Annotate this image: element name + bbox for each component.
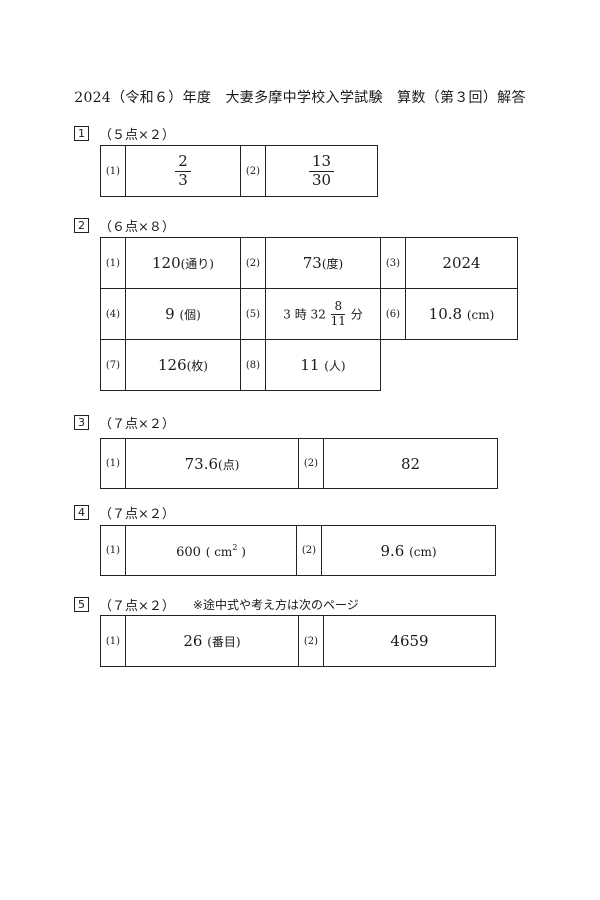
q2-header: 2 （６点×８） bbox=[74, 216, 175, 235]
answer-value: 126 bbox=[157, 356, 187, 374]
answer-unit: (cm) bbox=[466, 308, 495, 322]
answer-value: 11 bbox=[300, 356, 320, 374]
q1-1-label: (1) bbox=[100, 145, 126, 197]
answer-value: 10.8 bbox=[428, 305, 463, 323]
q2-8-answer: 11 (人) bbox=[265, 339, 381, 391]
q1-answer-table: (1) 2 3 (2) 13 30 bbox=[100, 145, 378, 197]
fraction: 8 11 bbox=[330, 299, 346, 329]
q2-5-label: (5) bbox=[240, 288, 266, 340]
answer-unit: (度) bbox=[321, 257, 344, 271]
q1-points: （５点×２） bbox=[99, 128, 175, 143]
q4-number-box: 4 bbox=[74, 505, 89, 520]
q2-4-answer: 9 (個) bbox=[125, 288, 241, 340]
answer-unit: (個) bbox=[179, 308, 201, 322]
q5-header: 5 （７点×２） ※途中式や考え方は次のページ bbox=[74, 595, 359, 614]
denominator: 30 bbox=[311, 170, 332, 189]
answer-value: 73.6 bbox=[184, 454, 219, 473]
answer-value: 82 bbox=[400, 454, 421, 473]
q4-2-answer: 9.6 (cm) bbox=[321, 525, 496, 576]
q2-5-answer: 3 時 32 8 11 分 bbox=[265, 288, 381, 340]
q5-2-answer: 4659 bbox=[323, 615, 496, 667]
q5-1-answer: 26 (番目) bbox=[125, 615, 299, 667]
q1-header: 1 （５点×２） bbox=[74, 124, 175, 143]
answer-value: 2024 bbox=[442, 254, 481, 272]
q4-header: 4 （７点×２） bbox=[74, 503, 175, 522]
q5-points: （７点×２） bbox=[99, 599, 175, 614]
answer-unit: (番目) bbox=[207, 635, 241, 649]
answer-unit: (cm) bbox=[409, 544, 437, 559]
page-title: 2024（令和６）年度 大妻多摩中学校入学試験 算数（第３回）解答 bbox=[74, 90, 526, 106]
answer-time-prefix: 3 時 32 bbox=[283, 307, 326, 321]
answer-value: 9 bbox=[165, 305, 175, 323]
q4-2-label: (2) bbox=[296, 525, 322, 576]
answer-unit: ( cm bbox=[205, 544, 233, 559]
numerator: 8 bbox=[331, 299, 346, 315]
q4-1-answer: 600 ( cm2 ) bbox=[125, 525, 297, 576]
q3-header: 3 （７点×２） bbox=[74, 413, 175, 432]
empty-cell bbox=[381, 340, 518, 391]
denominator: 11 bbox=[330, 313, 346, 328]
q3-points: （７点×２） bbox=[99, 417, 175, 432]
q2-1-label: (1) bbox=[100, 237, 126, 289]
q4-points: （７点×２） bbox=[99, 507, 175, 522]
q5-1-label: (1) bbox=[100, 615, 126, 667]
answer-unit: 分 bbox=[350, 307, 363, 321]
answer-value: 73 bbox=[302, 254, 322, 272]
q2-2-label: (2) bbox=[240, 237, 266, 289]
q2-7-answer: 126(枚) bbox=[125, 339, 241, 391]
q5-note: ※途中式や考え方は次のページ bbox=[192, 598, 359, 612]
answer-value: 120 bbox=[151, 254, 181, 272]
q1-number-box: 1 bbox=[74, 126, 89, 141]
q2-2-answer: 73(度) bbox=[265, 237, 381, 289]
numerator: 13 bbox=[308, 153, 335, 172]
q3-2-answer: 82 bbox=[323, 438, 498, 489]
q2-4-label: (4) bbox=[100, 288, 126, 340]
answer-value: 9.6 bbox=[380, 541, 405, 560]
answer-unit: (枚) bbox=[186, 359, 208, 373]
answer-unit: (通り) bbox=[180, 257, 214, 271]
answer-unit: (点) bbox=[218, 457, 240, 472]
q1-2-label: (2) bbox=[240, 145, 266, 197]
q3-1-label: (1) bbox=[100, 438, 126, 489]
q2-8-label: (8) bbox=[240, 339, 266, 391]
answer-unit: (人) bbox=[324, 359, 346, 373]
q2-6-label: (6) bbox=[380, 288, 406, 340]
fraction: 2 3 bbox=[175, 153, 191, 189]
q2-number-box: 2 bbox=[74, 218, 89, 233]
q5-number-box: 5 bbox=[74, 597, 89, 612]
q5-2-label: (2) bbox=[298, 615, 324, 667]
q2-3-answer: 2024 bbox=[405, 237, 518, 289]
q2-answer-table: (1) 120(通り) (2) 73(度) (3) 2024 (4) 9 (個)… bbox=[100, 237, 518, 391]
answer-value: 600 bbox=[176, 544, 201, 560]
q3-answer-table: (1) 73.6(点) (2) 82 bbox=[100, 438, 498, 489]
q1-1-answer: 2 3 bbox=[125, 145, 241, 197]
fraction: 13 30 bbox=[308, 153, 335, 189]
q1-2-answer: 13 30 bbox=[265, 145, 378, 197]
q5-answer-table: (1) 26 (番目) (2) 4659 bbox=[100, 615, 496, 667]
q4-1-label: (1) bbox=[100, 525, 126, 576]
numerator: 2 bbox=[175, 153, 191, 172]
q2-6-answer: 10.8 (cm) bbox=[405, 288, 518, 340]
q3-1-answer: 73.6(点) bbox=[125, 438, 299, 489]
unit-exponent: 2 bbox=[232, 542, 238, 552]
q2-7-label: (7) bbox=[100, 339, 126, 391]
answer-value: 26 bbox=[183, 632, 203, 650]
q2-1-answer: 120(通り) bbox=[125, 237, 241, 289]
q2-3-label: (3) bbox=[380, 237, 406, 289]
answer-value: 4659 bbox=[390, 632, 429, 650]
answer-unit-close: ) bbox=[237, 544, 246, 559]
q4-answer-table: (1) 600 ( cm2 ) (2) 9.6 (cm) bbox=[100, 525, 496, 576]
q2-points: （６点×８） bbox=[99, 220, 175, 235]
q3-number-box: 3 bbox=[74, 415, 89, 430]
denominator: 3 bbox=[178, 170, 188, 189]
q3-2-label: (2) bbox=[298, 438, 324, 489]
